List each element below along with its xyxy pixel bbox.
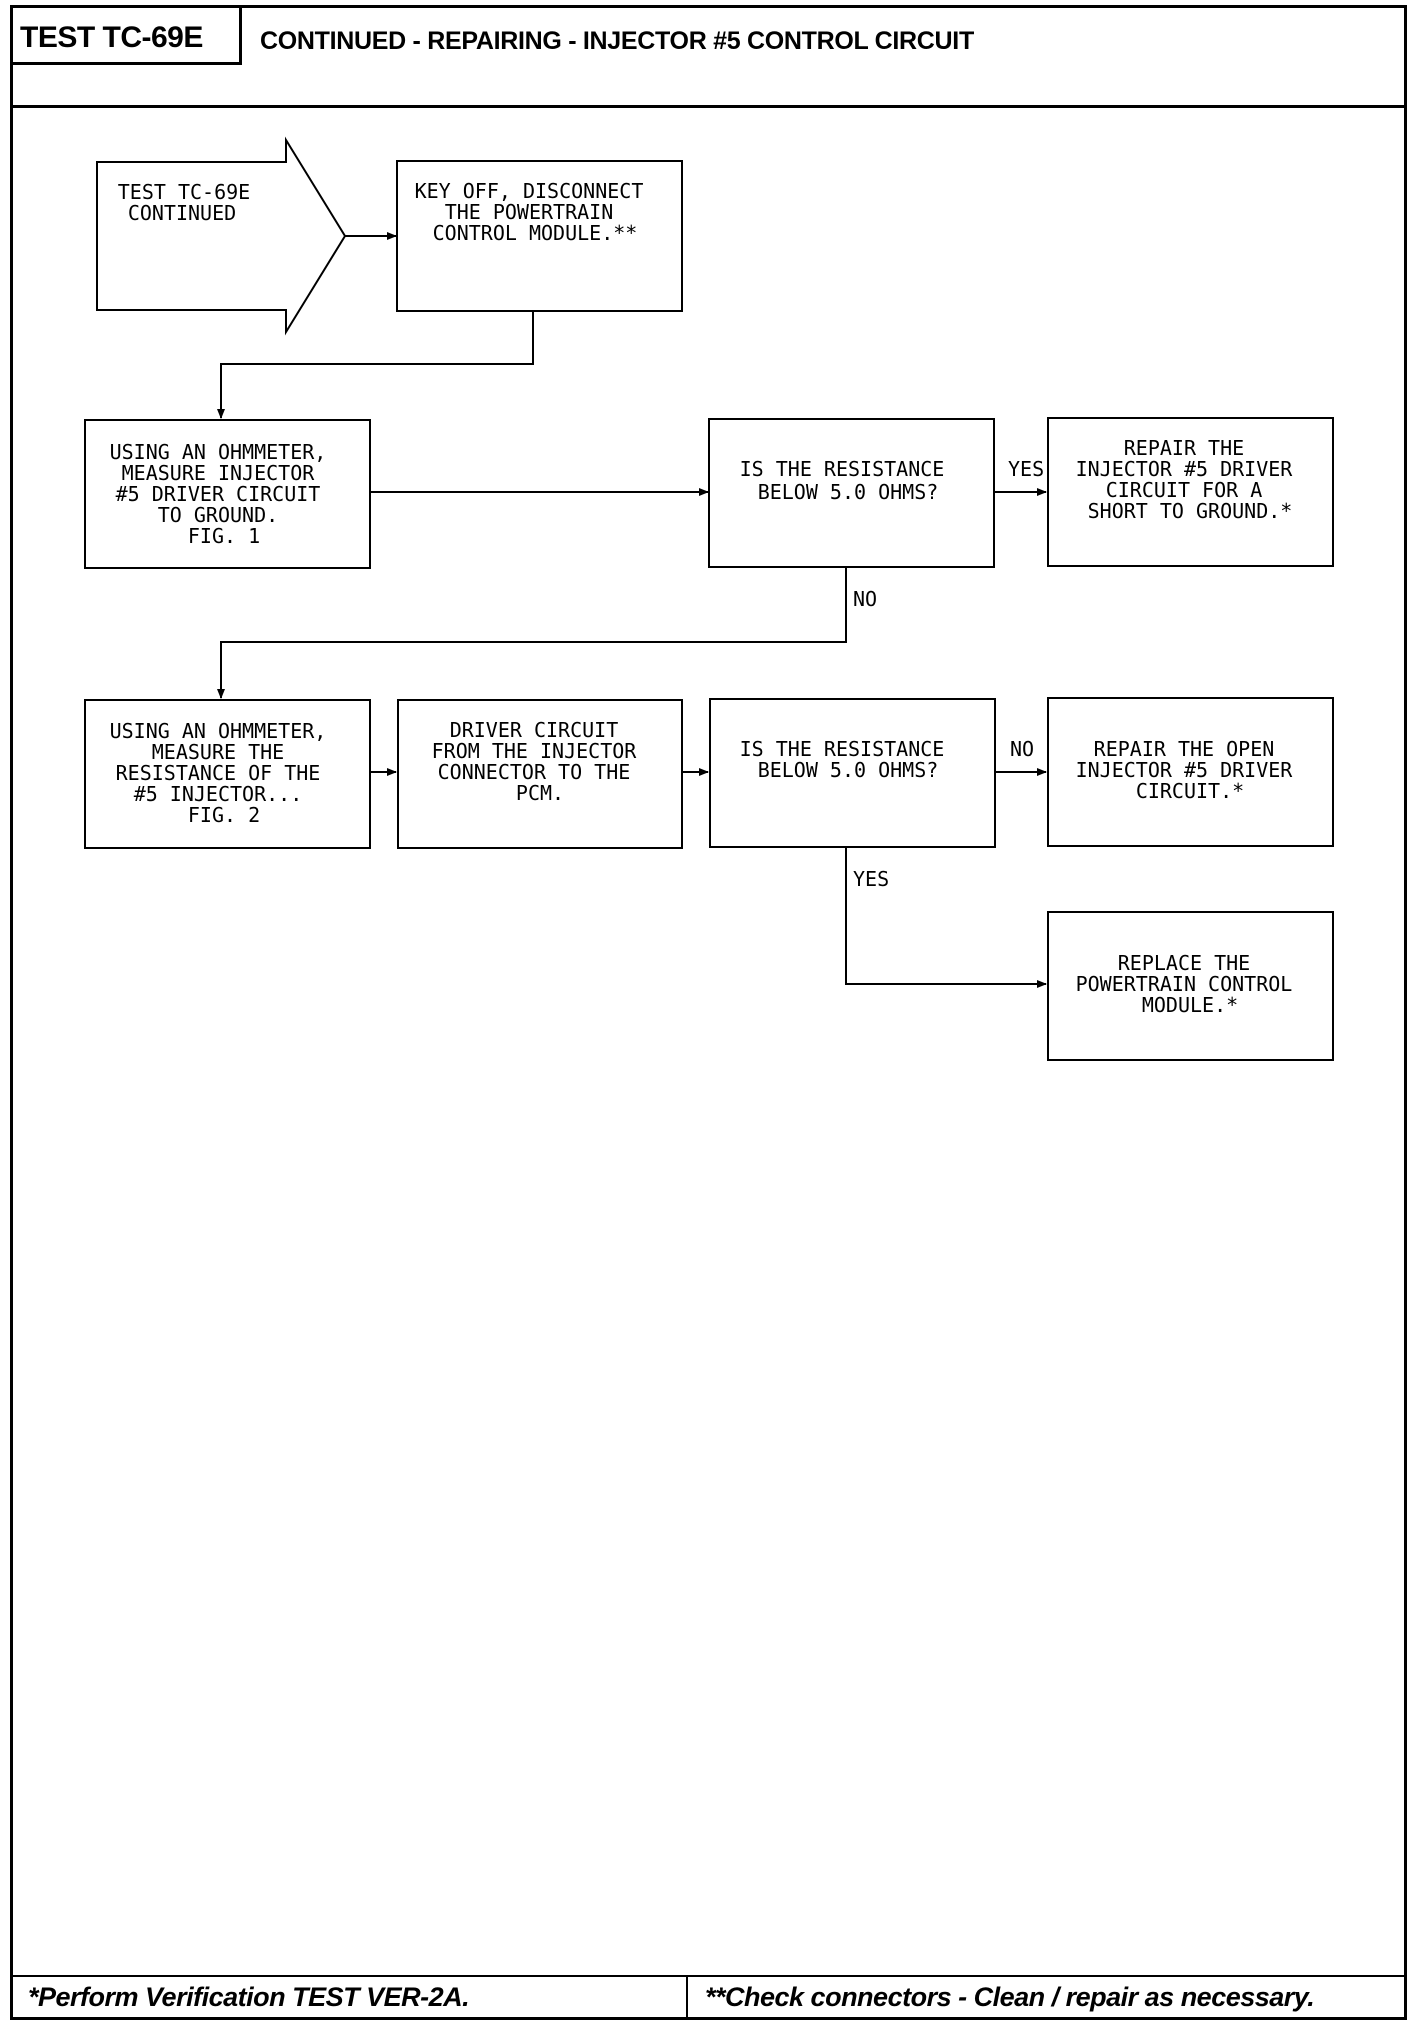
result-replace: REPLACE THE POWERTRAIN CONTROL MODULE.*	[1047, 911, 1334, 1061]
result-replace-box	[1047, 911, 1334, 1061]
result-short-text: REPAIR THE INJECTOR #5 DRIVER CIRCUIT FO…	[1076, 436, 1305, 523]
footer-divider	[10, 1975, 1407, 1977]
connectors	[217, 232, 1047, 988]
decision-2-box	[709, 698, 996, 848]
step-measure-ground: USING AN OHMMETER, MEASURE INJECTOR #5 D…	[84, 419, 371, 569]
step-measure-resistance-box	[84, 699, 371, 849]
result-short-box	[1047, 417, 1334, 567]
page-frame	[10, 5, 1407, 2020]
connector-disconnect-to-measure	[217, 312, 534, 419]
decision-2: IS THE RESISTANCE BELOW 5.0 OHMS?	[709, 698, 996, 848]
decision-1-text: IS THE RESISTANCE BELOW 5.0 OHMS?	[740, 457, 957, 504]
result-open-box	[1047, 697, 1334, 847]
result-open-text: REPAIR THE OPEN INJECTOR #5 DRIVER CIRCU…	[1076, 737, 1305, 803]
step-driver-circuit-text: DRIVER CIRCUIT FROM THE INJECTOR CONNECT…	[432, 718, 649, 805]
step-disconnect: KEY OFF, DISCONNECT THE POWERTRAIN CONTR…	[396, 160, 683, 312]
result-short: REPAIR THE INJECTOR #5 DRIVER CIRCUIT FO…	[1047, 417, 1334, 567]
decision-1-box	[708, 418, 995, 568]
step-measure-ground-box	[84, 419, 371, 569]
step-disconnect-box	[396, 160, 683, 312]
test-id: TEST TC-69E	[20, 21, 203, 54]
step-measure-ground-text: USING AN OHMMETER, MEASURE INJECTOR #5 D…	[110, 440, 339, 548]
step-driver-circuit-box	[397, 699, 683, 849]
decision-2-yes-label: YES	[853, 867, 889, 891]
step-measure-resistance: USING AN OHMMETER, MEASURE THE RESISTANC…	[84, 699, 371, 849]
decision-2-text: IS THE RESISTANCE BELOW 5.0 OHMS?	[740, 737, 957, 782]
connector-decision2-yes	[845, 848, 1047, 988]
footer-verification-note: *Perform Verification TEST VER-2A.	[28, 1982, 470, 2012]
decision-1: IS THE RESISTANCE BELOW 5.0 OHMS?	[708, 418, 995, 568]
decision-1-no-label: NO	[853, 587, 877, 611]
start-arrow-shape	[96, 136, 347, 336]
result-replace-text: REPLACE THE POWERTRAIN CONTROL MODULE.*	[1076, 951, 1305, 1017]
step-measure-resistance-text: USING AN OHMMETER, MEASURE THE RESISTANC…	[110, 719, 339, 827]
step-disconnect-text: KEY OFF, DISCONNECT THE POWERTRAIN CONTR…	[415, 179, 656, 245]
test-id-box: TEST TC-69E	[10, 7, 242, 65]
decision-2-no-label: NO	[1010, 737, 1034, 761]
step-driver-circuit: DRIVER CIRCUIT FROM THE INJECTOR CONNECT…	[397, 699, 683, 849]
connector-decision1-no	[217, 568, 847, 699]
start-text: TEST TC-69E CONTINUED	[118, 180, 263, 225]
decision-1-yes-label: YES	[1008, 457, 1044, 481]
start-node: TEST TC-69E CONTINUED	[96, 136, 347, 336]
header-divider	[10, 105, 1407, 108]
footer-separator	[686, 1976, 688, 2020]
footer-connector-note: **Check connectors - Clean / repair as n…	[705, 1982, 1315, 2012]
result-open: REPAIR THE OPEN INJECTOR #5 DRIVER CIRCU…	[1047, 697, 1334, 847]
page-title: CONTINUED - REPAIRING - INJECTOR #5 CONT…	[260, 27, 974, 55]
